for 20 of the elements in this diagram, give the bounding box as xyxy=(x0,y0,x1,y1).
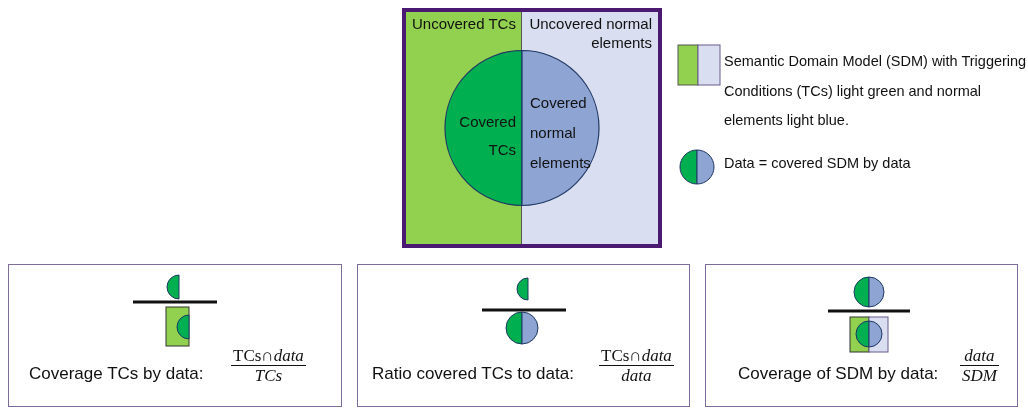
denominator: TCs xyxy=(253,366,284,386)
region-label: Uncovered TCs xyxy=(412,14,516,33)
region xyxy=(406,12,522,244)
region xyxy=(522,12,658,244)
formula-label: Coverage of SDM by data: xyxy=(738,364,939,384)
region-label: Covered normal elements xyxy=(530,93,592,173)
formula-panel xyxy=(8,264,342,407)
numerator: TCs∩data xyxy=(600,346,673,365)
denominator: SDM xyxy=(961,366,999,386)
numerator: data xyxy=(963,346,996,365)
legend-text: Data = covered SDM by data xyxy=(724,155,912,171)
denominator: data xyxy=(620,366,653,386)
formula-label: Ratio covered TCs to data: xyxy=(372,364,574,384)
formula-panel xyxy=(357,264,690,407)
region-label: Uncovered normal elements xyxy=(528,14,652,52)
region-label: Covered TCs xyxy=(458,112,516,160)
numerator: TCs∩data xyxy=(232,346,305,365)
formula-label: Coverage TCs by data: xyxy=(29,364,204,384)
formula-panel xyxy=(705,264,1018,407)
legend-text: Semantic Domain Model (SDM) with Triggering Conditions (TCs) light green and normal elements light blue. xyxy=(724,52,1028,130)
